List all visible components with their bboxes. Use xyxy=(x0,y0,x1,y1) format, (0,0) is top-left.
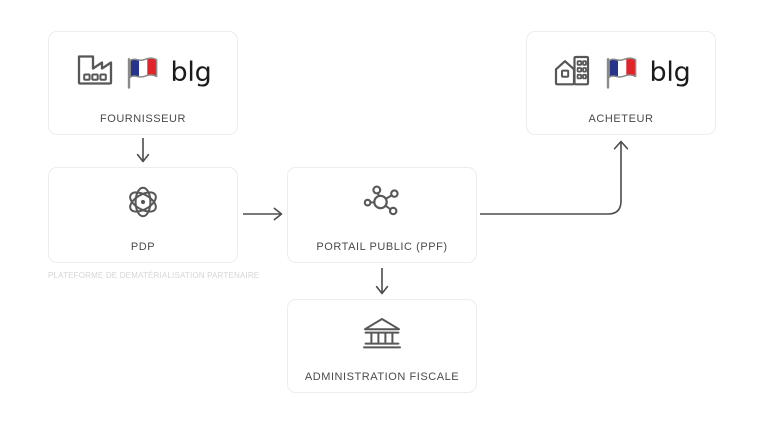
node-acheteur-label: ACHETEUR xyxy=(588,113,654,125)
brand-wordmark: blg xyxy=(170,57,212,88)
atom-icon xyxy=(123,182,163,227)
factory-icon xyxy=(75,53,115,92)
pdp-icon-wrap xyxy=(49,168,237,241)
ppf-icon-wrap xyxy=(288,168,476,241)
pdp-caption: PLATEFORME DE DEMATÉRIALISATION PARTENAI… xyxy=(48,271,260,280)
connector-pdp-to-ppf xyxy=(243,207,283,221)
connector-ppf-to-admin xyxy=(375,268,389,295)
network-hub-icon xyxy=(360,182,404,227)
node-ppf[interactable]: PORTAIL PUBLIC (PPF) xyxy=(287,167,477,263)
connector-fournisseur-to-pdp xyxy=(136,138,150,163)
node-fournisseur[interactable]: blg FOURNISSEUR xyxy=(48,31,238,135)
node-admin-label: ADMINISTRATION FISCALE xyxy=(304,371,460,383)
node-ppf-label: PORTAIL PUBLIC (PPF) xyxy=(316,241,448,253)
french-flag xyxy=(603,56,641,90)
node-acheteur[interactable]: blg ACHETEUR xyxy=(526,31,716,135)
french-flag xyxy=(124,56,162,90)
node-pdp-label: PDP xyxy=(130,241,156,253)
government-building-icon xyxy=(359,313,405,358)
acheteur-lockup: blg xyxy=(527,32,715,113)
connector-ppf-to-acheteur xyxy=(480,140,629,215)
fournisseur-lockup: blg xyxy=(49,32,237,113)
node-pdp[interactable]: PDP xyxy=(48,167,238,263)
node-fournisseur-label: FOURNISSEUR xyxy=(99,113,187,125)
office-building-icon xyxy=(552,53,594,92)
brand-wordmark: blg xyxy=(649,57,691,88)
node-admin[interactable]: ADMINISTRATION FISCALE xyxy=(287,299,477,393)
admin-icon-wrap xyxy=(288,300,476,371)
